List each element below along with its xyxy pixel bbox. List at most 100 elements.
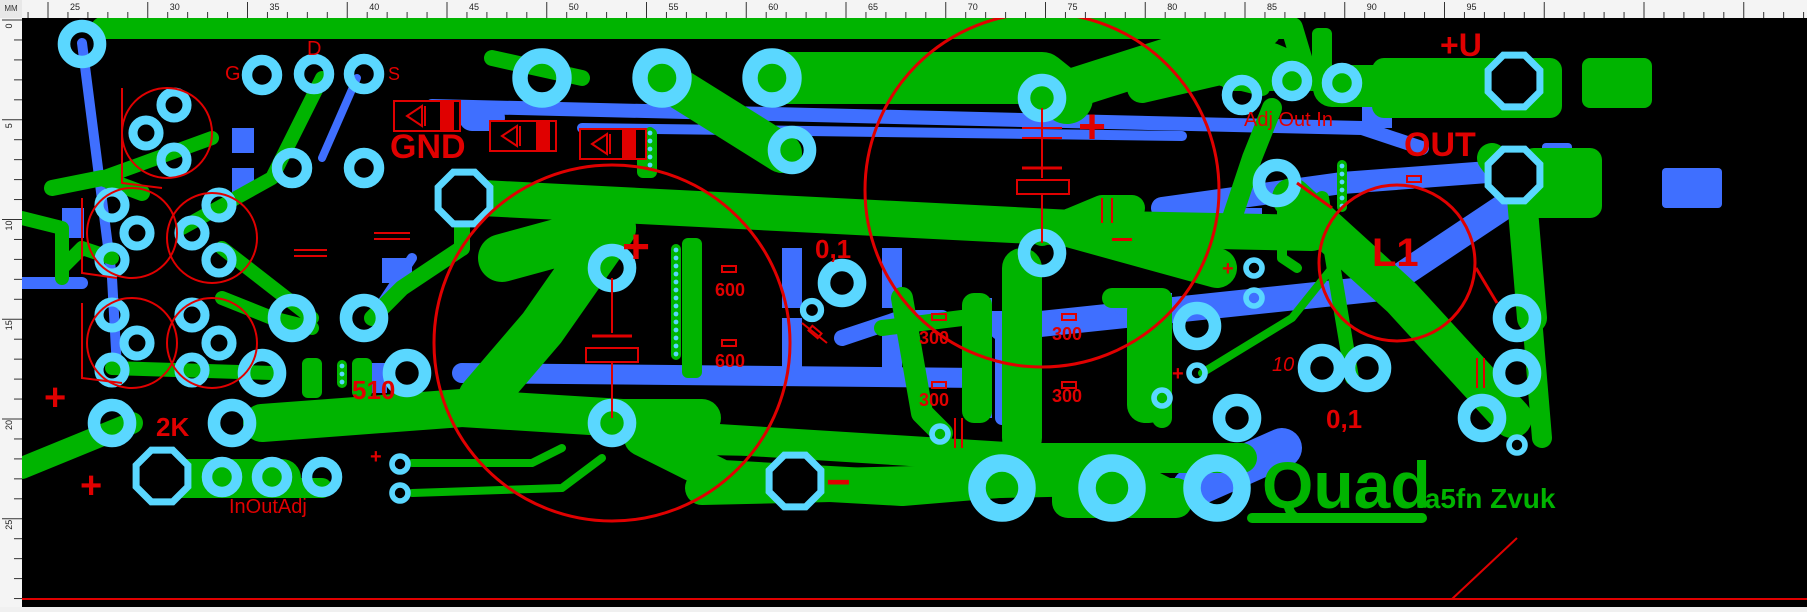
- via[interactable]: [1339, 171, 1345, 177]
- pad[interactable]: [201, 187, 237, 223]
- pad[interactable]: [1506, 434, 1528, 456]
- pad[interactable]: [1492, 348, 1542, 398]
- via[interactable]: [339, 371, 345, 377]
- via[interactable]: [673, 303, 679, 309]
- pad[interactable]: [1457, 393, 1507, 443]
- pad[interactable]: [742, 48, 802, 108]
- ruler-label: 5: [4, 123, 14, 128]
- pad[interactable]: [201, 325, 237, 361]
- via[interactable]: [673, 295, 679, 301]
- pcb-canvas[interactable]: G D S GND +U Adj Out In OUT L1 0,1 0,1 6…: [11, 8, 1807, 607]
- pad[interactable]: [343, 147, 385, 189]
- pad[interactable]: [1271, 60, 1313, 102]
- pad[interactable]: [293, 53, 335, 95]
- pad[interactable]: [271, 147, 313, 189]
- pad[interactable]: [119, 325, 155, 361]
- via[interactable]: [673, 319, 679, 325]
- pad[interactable]: [87, 398, 137, 448]
- pad[interactable]: [156, 142, 192, 178]
- via[interactable]: [673, 335, 679, 341]
- pad-octagon[interactable]: [434, 168, 494, 228]
- via[interactable]: [673, 271, 679, 277]
- pad-octagon[interactable]: [1484, 51, 1544, 111]
- via[interactable]: [1339, 187, 1345, 193]
- pad[interactable]: [799, 297, 825, 323]
- via[interactable]: [673, 343, 679, 349]
- pad[interactable]: [343, 53, 385, 95]
- ruler-label: 25: [70, 2, 80, 12]
- via[interactable]: [1339, 195, 1345, 201]
- pcb-board-svg[interactable]: G D S GND +U Adj Out In OUT L1 0,1 0,1 6…: [11, 8, 1807, 607]
- pad[interactable]: [267, 293, 317, 343]
- pad[interactable]: [512, 48, 572, 108]
- pad[interactable]: [201, 456, 243, 498]
- pad[interactable]: [1212, 393, 1262, 443]
- via[interactable]: [673, 263, 679, 269]
- bottom-pad: [782, 248, 802, 308]
- via[interactable]: [673, 327, 679, 333]
- pad[interactable]: [1243, 257, 1265, 279]
- via[interactable]: [673, 255, 679, 261]
- via[interactable]: [339, 379, 345, 385]
- pad[interactable]: [389, 453, 411, 475]
- via[interactable]: [1339, 179, 1345, 185]
- label-cap-01-left: 0,1: [815, 234, 851, 264]
- pad[interactable]: [201, 242, 237, 278]
- pad[interactable]: [1252, 158, 1302, 208]
- pad[interactable]: [767, 125, 817, 175]
- pad[interactable]: [632, 48, 692, 108]
- pad[interactable]: [1297, 343, 1347, 393]
- pad[interactable]: [156, 87, 192, 123]
- via[interactable]: [647, 130, 653, 136]
- polarity-plus: +: [44, 377, 66, 419]
- pad[interactable]: [1221, 74, 1263, 116]
- via-strip: [671, 244, 681, 360]
- via[interactable]: [647, 138, 653, 144]
- via[interactable]: [673, 247, 679, 253]
- pad[interactable]: [241, 54, 283, 96]
- pad[interactable]: [1186, 362, 1208, 384]
- pad[interactable]: [174, 215, 210, 251]
- pad-octagon[interactable]: [765, 451, 825, 511]
- via[interactable]: [647, 154, 653, 160]
- pad-layer[interactable]: [57, 19, 1544, 522]
- pad[interactable]: [57, 19, 107, 69]
- pad[interactable]: [1078, 454, 1146, 522]
- pad[interactable]: [301, 456, 343, 498]
- pad[interactable]: [207, 398, 257, 448]
- label-adj-out-in: Adj Out In: [1244, 109, 1333, 131]
- pad[interactable]: [817, 258, 867, 308]
- pad[interactable]: [968, 454, 1036, 522]
- pad[interactable]: [251, 456, 293, 498]
- via[interactable]: [673, 311, 679, 317]
- pad[interactable]: [929, 423, 951, 445]
- transistor-outline: [166, 192, 258, 284]
- top-trace: [408, 444, 566, 467]
- pad[interactable]: [1151, 387, 1173, 409]
- via[interactable]: [673, 279, 679, 285]
- pad-octagon[interactable]: [1484, 145, 1544, 205]
- pad[interactable]: [389, 482, 411, 504]
- pad[interactable]: [382, 348, 432, 398]
- via[interactable]: [673, 351, 679, 357]
- via[interactable]: [647, 146, 653, 152]
- pad[interactable]: [1492, 293, 1542, 343]
- pad[interactable]: [1243, 287, 1265, 309]
- pad[interactable]: [128, 115, 164, 151]
- pad[interactable]: [1183, 454, 1251, 522]
- via[interactable]: [339, 363, 345, 369]
- top-pad: [302, 358, 322, 398]
- pad-octagon[interactable]: [132, 446, 192, 506]
- via[interactable]: [1339, 163, 1345, 169]
- pad[interactable]: [339, 293, 389, 343]
- pad[interactable]: [237, 348, 287, 398]
- pad[interactable]: [1321, 62, 1363, 104]
- pad[interactable]: [1342, 343, 1392, 393]
- ruler-label: 75: [1068, 2, 1078, 12]
- pad[interactable]: [119, 215, 155, 251]
- via[interactable]: [647, 162, 653, 168]
- via[interactable]: [673, 287, 679, 293]
- pad[interactable]: [1172, 301, 1222, 351]
